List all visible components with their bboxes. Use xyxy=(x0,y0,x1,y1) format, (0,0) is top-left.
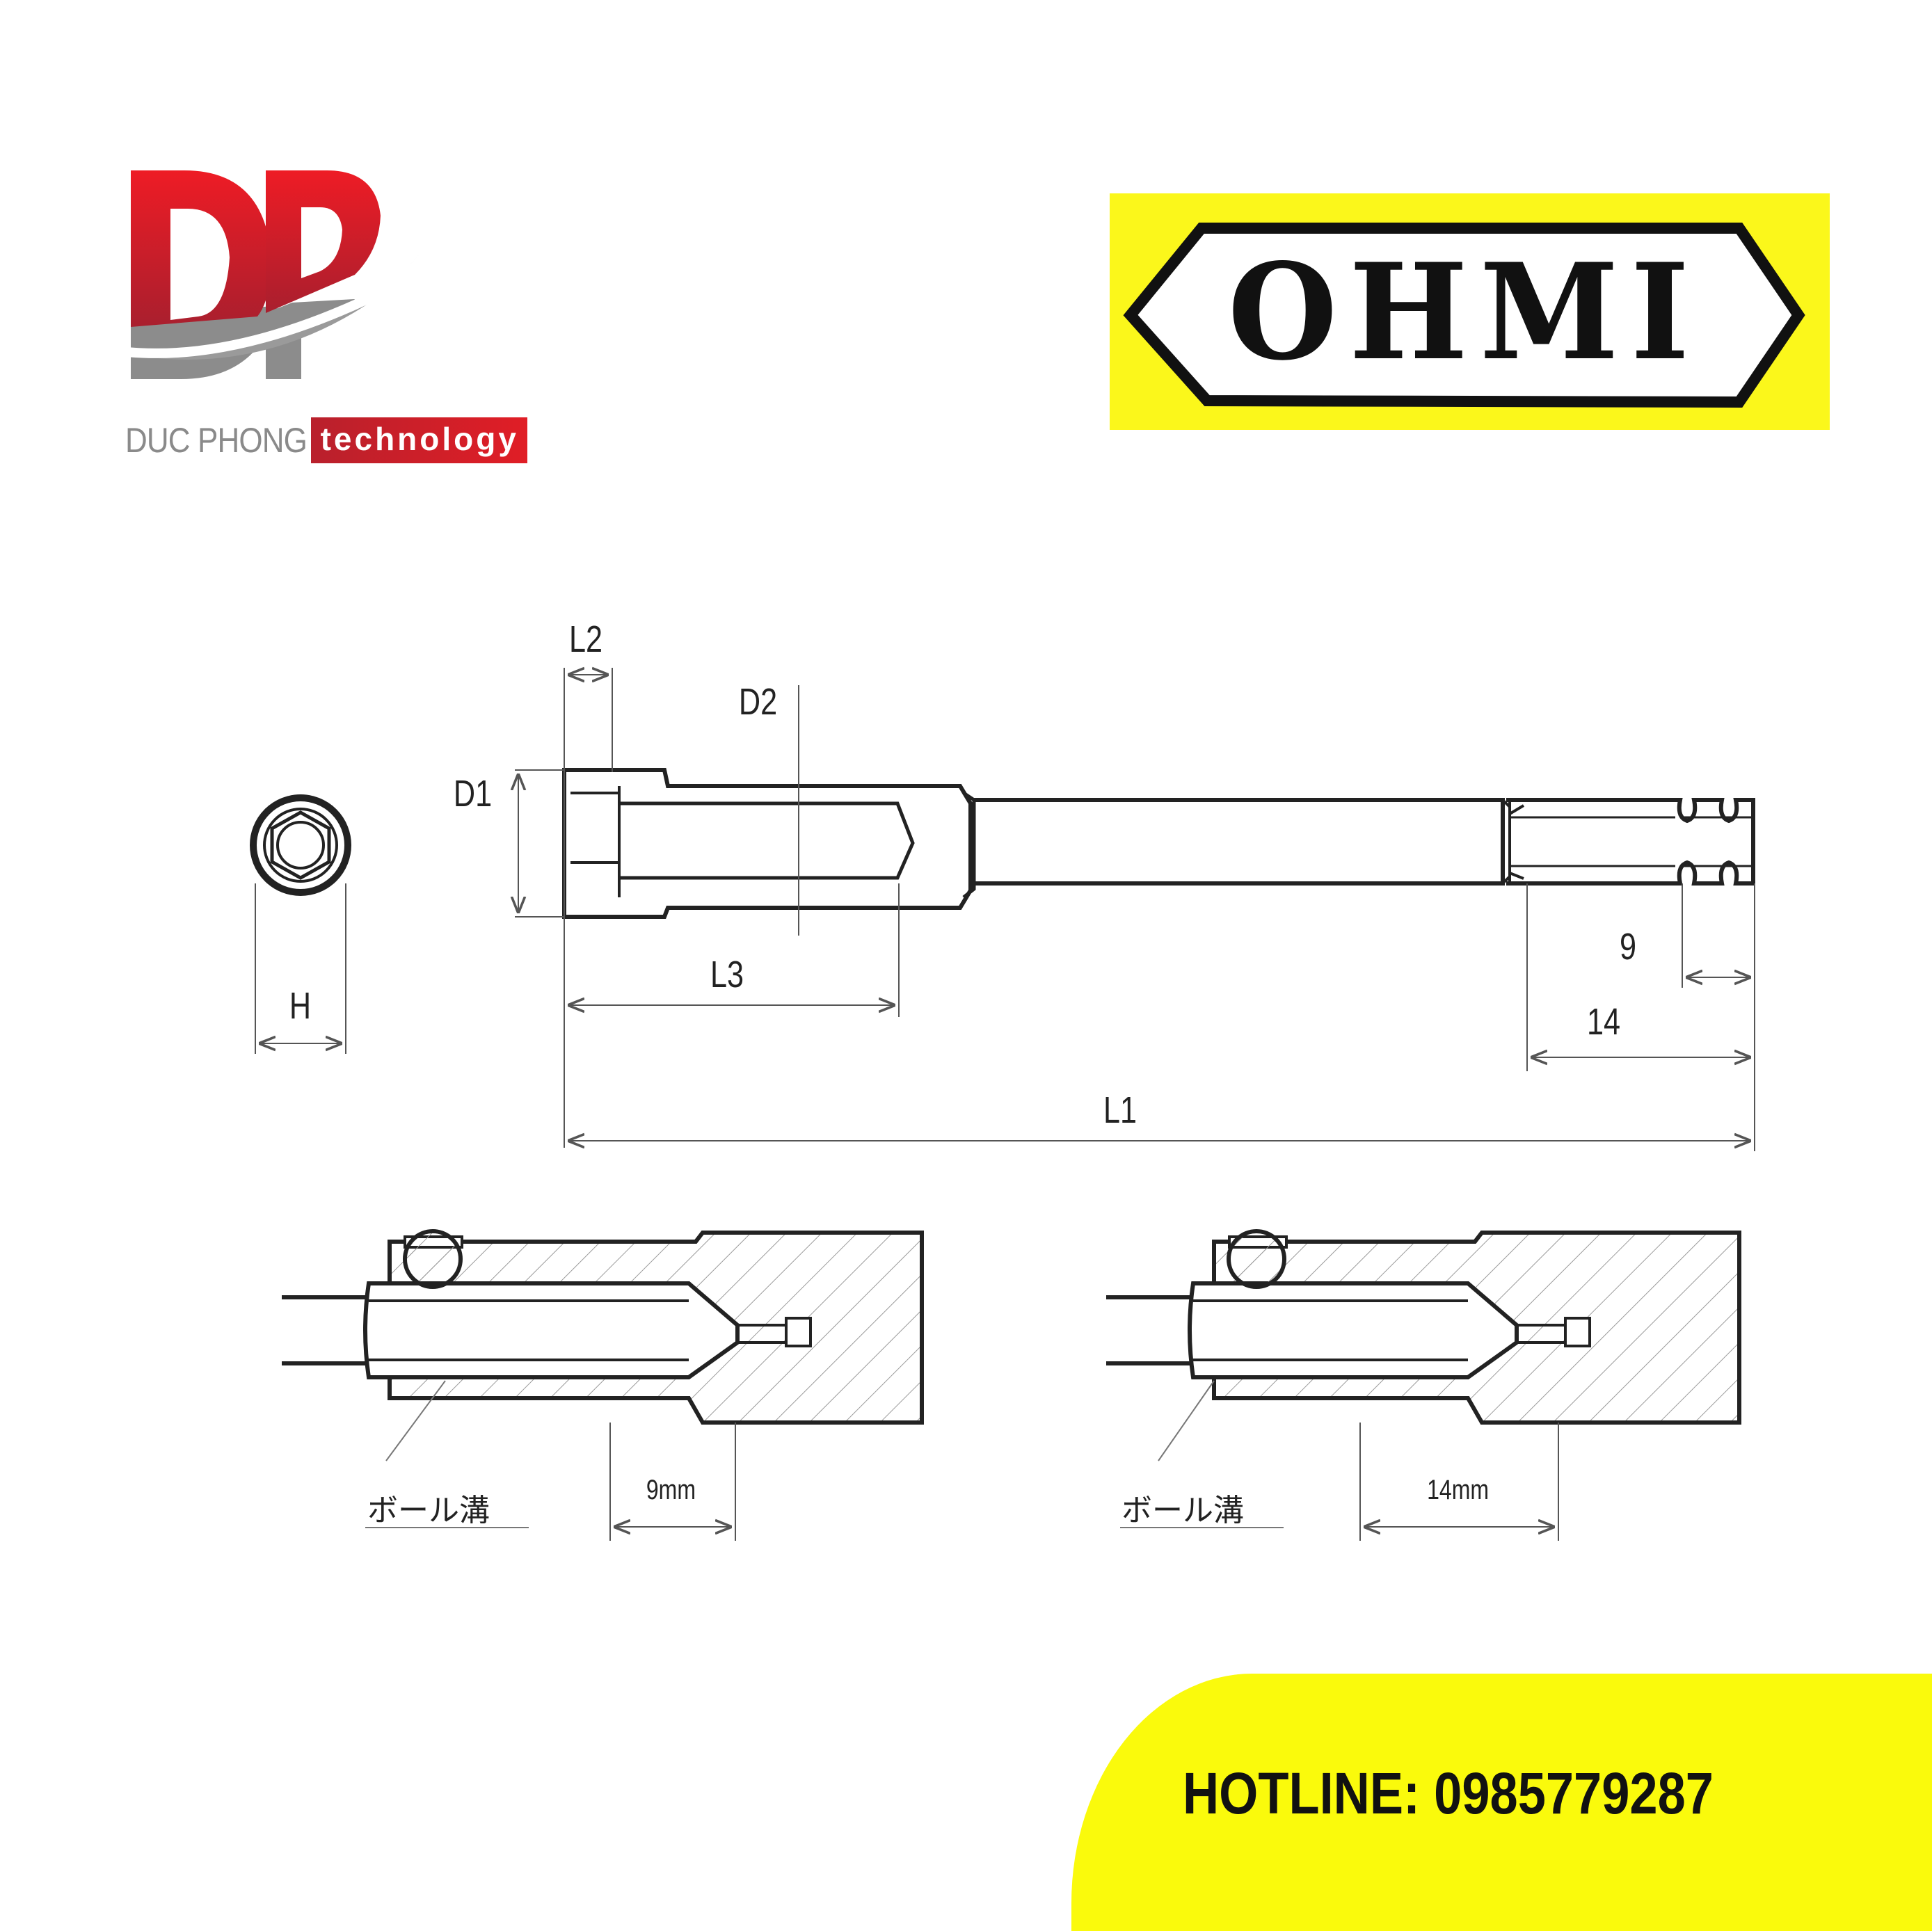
side-view xyxy=(562,768,1755,919)
socket-bit-drawing xyxy=(250,598,1755,1541)
dimension-lines xyxy=(515,668,1755,1151)
callout-ball-groove-2: ボール溝 xyxy=(1121,1493,1244,1528)
label-l1: L1 xyxy=(1103,1089,1137,1131)
ohmi-logo: OHMI xyxy=(1110,193,1830,430)
company-tag: technology xyxy=(310,417,527,463)
ohmi-hexagon-badge-icon xyxy=(1123,223,1805,408)
technical-drawing: L2 D2 D1 L3 H 9 14 L1 ボール溝 9mm ボール溝 14mm xyxy=(0,598,1932,1572)
label-d2: D2 xyxy=(738,681,778,723)
dp-monogram-icon xyxy=(33,170,468,379)
duc-phong-logo xyxy=(28,139,598,473)
callout-ball-groove-1: ボール溝 xyxy=(367,1493,490,1528)
ohmi-wordmark: OHMI xyxy=(1227,234,1702,390)
hotline-text: HOTLINE: 0985779287 xyxy=(1183,1761,1714,1826)
section-view-14mm xyxy=(1106,1229,1741,1541)
dimension-14mm: 14mm xyxy=(1427,1475,1490,1505)
label-l2: L2 xyxy=(569,618,603,660)
hotline-banner xyxy=(1071,1674,1932,1931)
company-wordmark: DUC PHONG technology xyxy=(125,417,527,463)
label-14: 14 xyxy=(1587,1001,1621,1043)
label-h: H xyxy=(289,985,312,1027)
label-l3: L3 xyxy=(710,954,744,995)
company-name: DUC PHONG xyxy=(125,421,308,460)
label-9: 9 xyxy=(1620,926,1637,968)
section-view-9mm xyxy=(282,1229,924,1541)
end-view xyxy=(250,794,351,1054)
dimension-9mm: 9mm xyxy=(646,1475,696,1505)
label-d1: D1 xyxy=(453,773,493,815)
